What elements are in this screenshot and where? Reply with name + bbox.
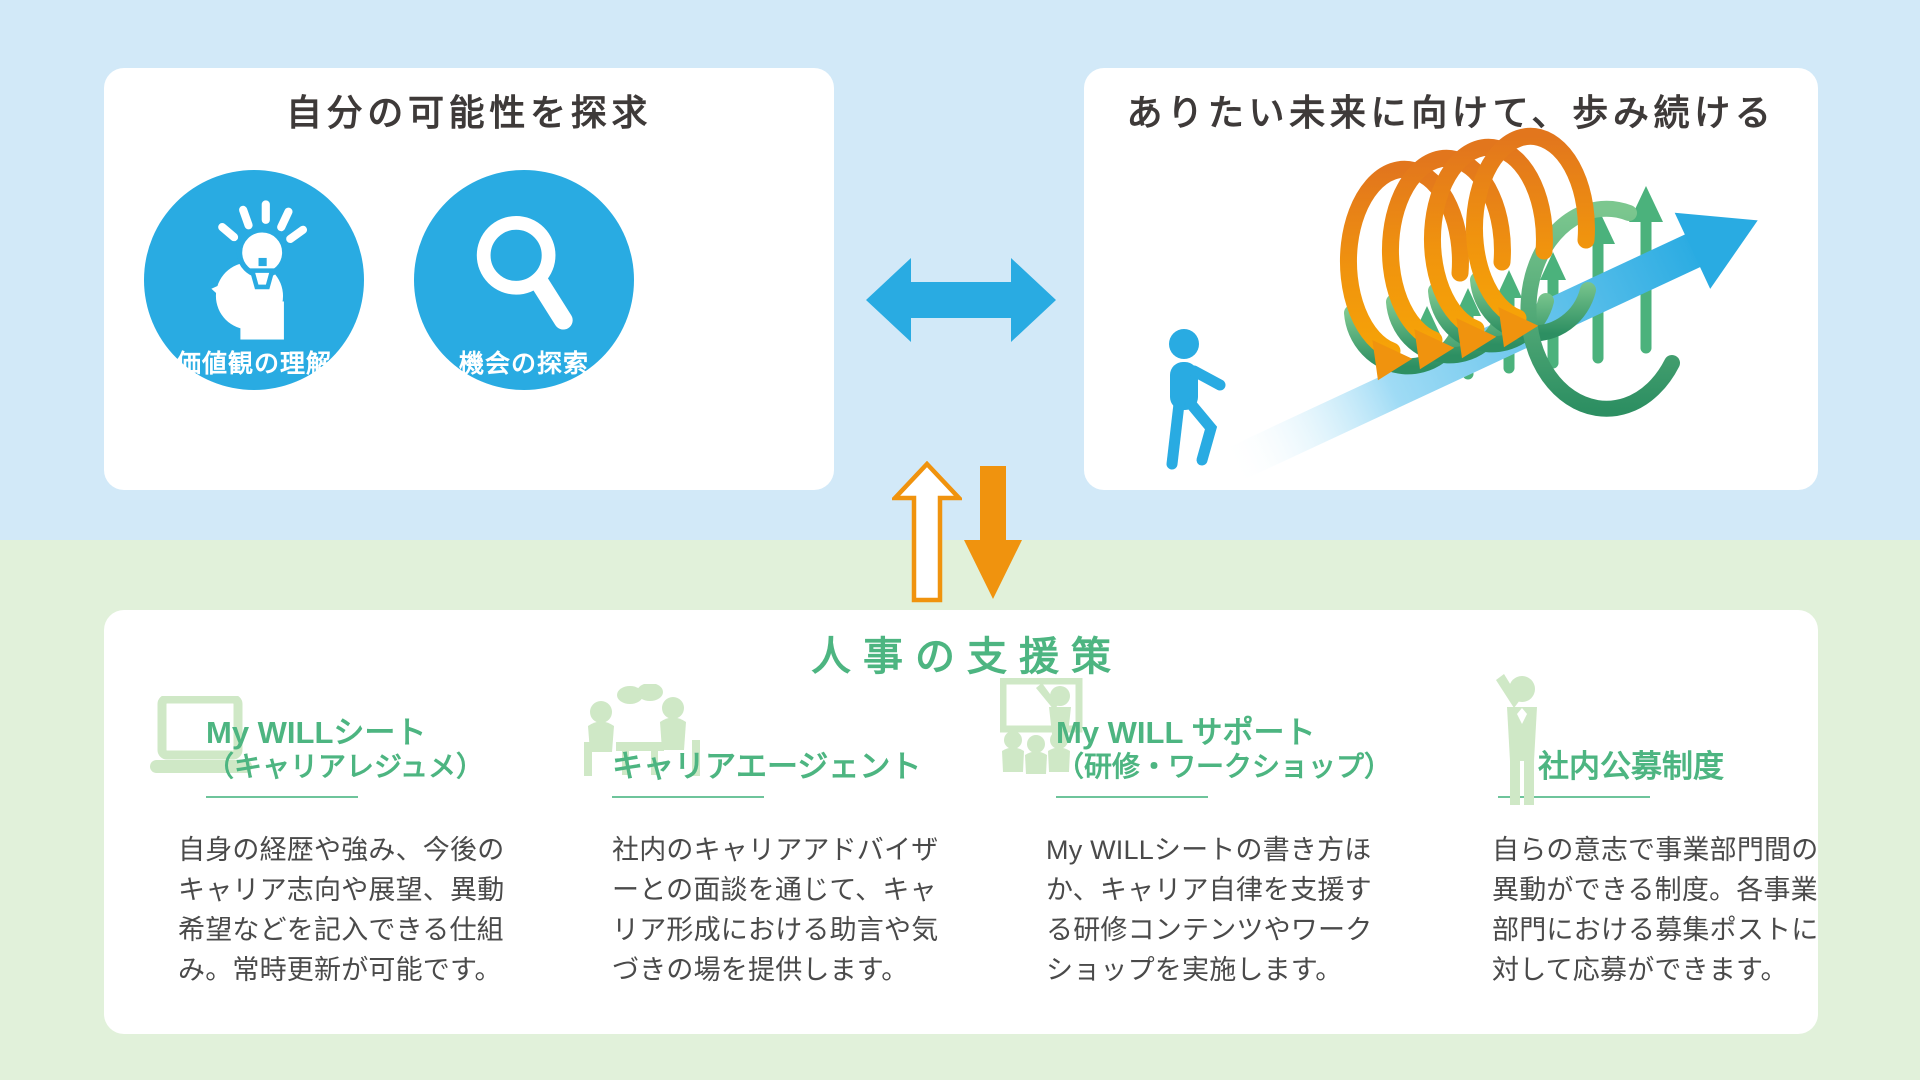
solid-down-arrow-icon (964, 466, 1022, 599)
column-description: 自身の経歴や強み、今後のキャリア志向や展望、異動希望などを記入できる仕組み。常時… (178, 835, 505, 985)
column-description: My WILLシートの書き方ほか、キャリア自律を支援する研修コンテンツやワークシ… (1046, 835, 1373, 985)
orange-coil-arcs (1339, 127, 1595, 360)
explore-card-title: 自分の可能性を探求 (285, 92, 653, 133)
opportunity-circle: 機会の探索 (414, 170, 634, 390)
column-heading-line1: 社内公募制度 (1538, 749, 1725, 784)
heading-underline (1498, 796, 1651, 798)
column-heading-line1: My WILLシート (206, 715, 427, 750)
future-card: ありたい未来に向けて、歩み続ける (1084, 68, 1818, 490)
future-card-title: ありたい未来に向けて、歩み続ける (1126, 92, 1776, 133)
column-heading: My WILL サポート （研修・ワークショップ） (1000, 678, 1393, 784)
column-heading-line1: キャリアエージェント (612, 749, 922, 784)
growth-spiral-illustration (1166, 127, 1758, 484)
meeting-icon (584, 684, 700, 776)
workshop-icon (1000, 678, 1083, 774)
column-description: 自らの意志で事業部門間の異動ができる制度。各事業部門における募集ポストに対して応… (1492, 835, 1819, 985)
hr-card-title: 人事の支援策 (811, 635, 1123, 679)
hollow-up-arrow-icon (892, 461, 962, 603)
column-description: 社内のキャリアアドバイザーとの面談を通じて、キャリア形成における助言や気づきの場… (612, 835, 939, 985)
walking-person-icon (1166, 329, 1226, 470)
column-mywill-support: My WILL サポート （研修・ワークショップ） My WILLシートの書き方… (1000, 678, 1393, 990)
orange-coil-arrowheads (1372, 307, 1539, 381)
opportunity-circle-label: 機会の探索 (458, 350, 590, 378)
heading-underline (1056, 796, 1208, 798)
hr-support-columns: My WILLシート （キャリアレジュメ） 自身の経歴や強み、今後のキャリア志向… (150, 674, 1818, 990)
column-heading: 社内公募制度 (1492, 674, 1826, 805)
hr-support-card: 人事の支援策 My WILLシート （キャリアレジュメ） 自身の経歴や強み、今後… (104, 610, 1818, 1034)
column-heading-line2: （研修・ワークショップ） (1056, 751, 1393, 782)
column-mywill-sheet: My WILLシート （キャリアレジュメ） 自身の経歴や強み、今後のキャリア志向… (150, 686, 512, 990)
column-heading-line2: （キャリアレジュメ） (206, 751, 485, 782)
values-circle: 価値観の理解 (144, 170, 364, 390)
raise-hand-icon (1496, 674, 1538, 805)
laptop-icon (150, 696, 252, 773)
column-heading-line1: My WILL サポート (1056, 715, 1316, 750)
column-career-agent: キャリアエージェント 社内のキャリアアドバイザーとの面談を通じて、キャリア形成に… (584, 684, 946, 990)
column-internal-job-posting: 社内公募制度 自らの意志で事業部門間の異動ができる制度。各事業部門における募集ポ… (1492, 674, 1826, 990)
magnifier-icon (476, 215, 573, 330)
idea-head-icon (211, 200, 308, 340)
explore-possibility-card: 自分の可能性を探求 価値観の理解 機会 (104, 68, 834, 490)
values-circle-label: 価値観の理解 (175, 350, 333, 378)
heading-underline (612, 796, 764, 798)
heading-underline (206, 796, 358, 798)
bidirectional-arrow-icon (866, 258, 1056, 342)
column-heading: キャリアエージェント (584, 684, 946, 784)
green-coil-arcs (1344, 200, 1680, 417)
column-heading: My WILLシート （キャリアレジュメ） (150, 686, 512, 784)
